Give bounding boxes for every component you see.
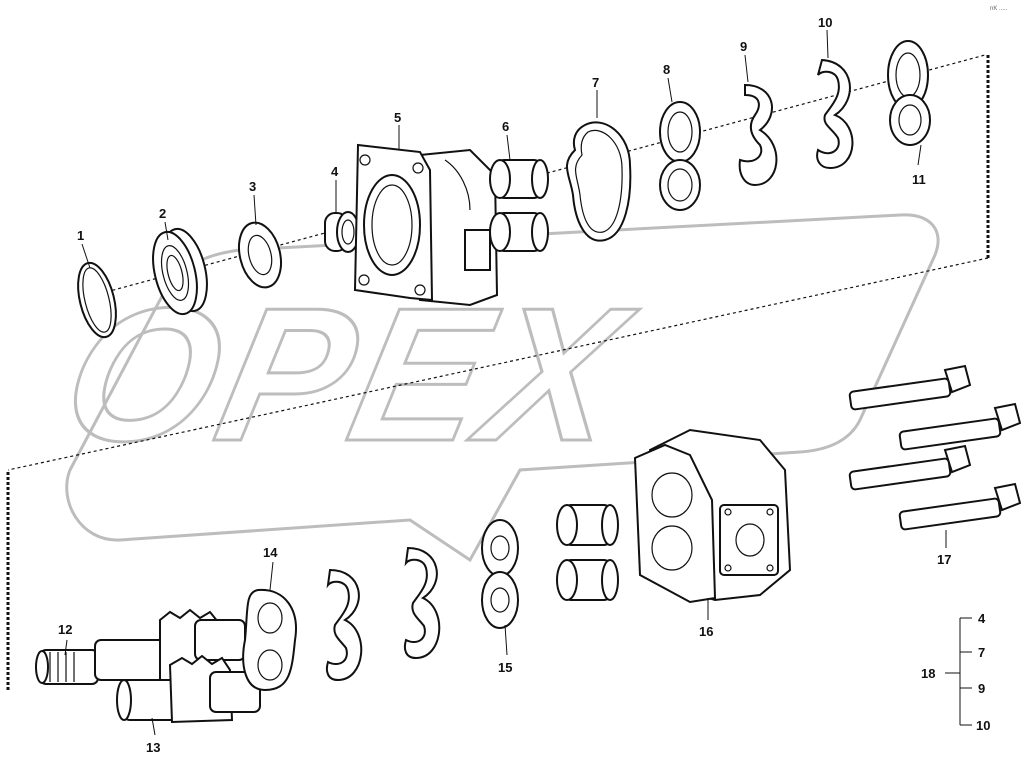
callout-11: 11 — [912, 172, 926, 187]
callout-7: 7 — [592, 75, 599, 90]
callout-13: 13 — [146, 740, 160, 755]
kit-item-4: 4 — [978, 611, 986, 626]
kit-item-10: 10 — [976, 718, 990, 733]
part-bearing-2 — [152, 227, 208, 316]
callout-2: 2 — [159, 206, 166, 221]
part-thrust-plate-14 — [242, 588, 297, 692]
part-c-ring-lower-b — [403, 546, 441, 660]
leader-lines — [64, 29, 972, 736]
opex-watermark: OPEX — [46, 213, 940, 563]
part-seal-ring-10 — [816, 58, 854, 170]
kit-label-18: 18 — [921, 666, 935, 681]
callout-1: 1 — [77, 228, 84, 243]
part-pump-body-16 — [633, 428, 792, 604]
callout-14: 14 — [263, 545, 278, 560]
kit-legend: 18 4 7 9 10 — [921, 611, 990, 733]
part-front-cover-5 — [353, 143, 499, 307]
callout-labels: 1 2 3 4 5 6 7 8 9 10 11 12 13 14 15 16 1… — [58, 15, 951, 755]
part-gasket-7 — [565, 121, 632, 242]
corner-mark: nK ..... — [990, 6, 1008, 12]
watermark-text: OPEX — [48, 268, 649, 481]
callout-8: 8 — [663, 62, 670, 77]
part-seal-rings-8 — [659, 101, 701, 211]
part-needle-bearings-lower — [556, 504, 619, 601]
kit-item-7: 7 — [978, 645, 985, 660]
callout-4: 4 — [331, 164, 339, 179]
callout-10: 10 — [818, 15, 832, 30]
part-backup-ring-9 — [738, 83, 778, 187]
callout-5: 5 — [394, 110, 401, 125]
callout-15: 15 — [498, 660, 512, 675]
part-washer-3 — [238, 221, 282, 289]
part-driven-gear-shaft-13 — [116, 654, 261, 724]
part-seal-4 — [324, 211, 360, 253]
part-retaining-ring-1 — [77, 261, 117, 339]
part-bolts-17 — [848, 364, 1022, 531]
part-seals-11 — [887, 40, 931, 146]
part-washers-15 — [481, 519, 519, 629]
kit-item-9: 9 — [978, 681, 985, 696]
callout-16: 16 — [699, 624, 713, 639]
callout-3: 3 — [249, 179, 256, 194]
part-needle-bearings-6 — [489, 159, 549, 252]
callout-9: 9 — [740, 39, 747, 54]
callout-12: 12 — [58, 622, 72, 637]
callout-17: 17 — [937, 552, 951, 567]
part-c-ring-lower-a — [325, 568, 363, 682]
callout-6: 6 — [502, 119, 509, 134]
